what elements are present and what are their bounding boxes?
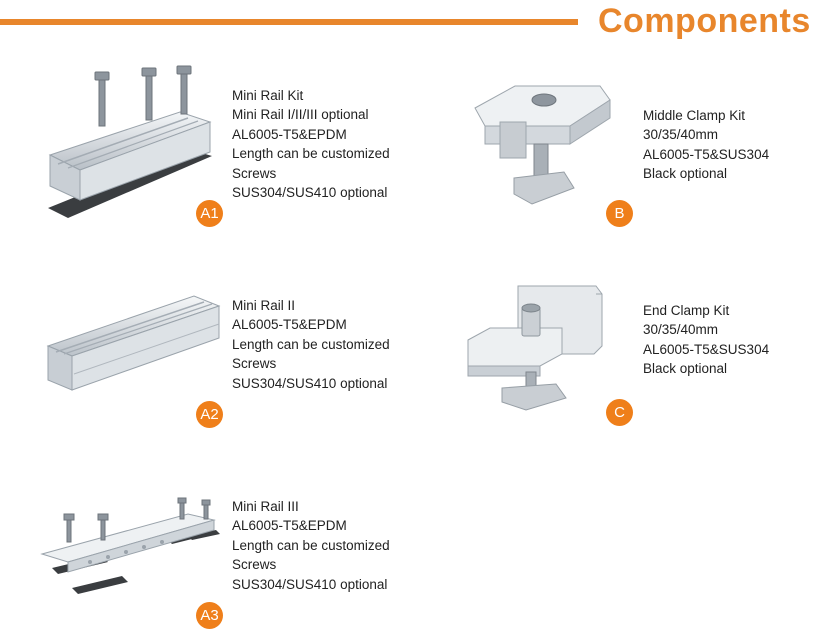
mini-rail-iii-image (38, 496, 224, 600)
spec-line: Screws (232, 356, 277, 372)
spec-line: Mini Rail II (232, 298, 296, 313)
spec-line: Mini Rail Kit (232, 88, 304, 103)
spec-line: End Clamp Kit (643, 303, 730, 318)
spec-line: Screws (232, 165, 277, 181)
badge-a1: A1 (196, 200, 223, 227)
spec-line: Black optional (643, 361, 728, 377)
spec-line: Black optional (643, 166, 728, 182)
middle-clamp-description: Middle Clamp Kit 30/35/40mm AL6005-T5&SU… (643, 106, 769, 184)
header-accent-bar (0, 19, 578, 25)
spec-line: SUS304/SUS410 optional (232, 375, 388, 391)
end-clamp-description: End Clamp Kit 30/35/40mm AL6005-T5&SUS30… (643, 301, 769, 379)
spec-line: SUS304/SUS410 optional (232, 576, 388, 592)
spec-line: Mini Rail I/II/III optional (232, 107, 369, 123)
spec-line: AL6005-T5&EPDM (232, 126, 347, 142)
mini-rail-iii-description: Mini Rail III AL6005-T5&EPDM Length can … (232, 497, 390, 594)
badge-a2: A2 (196, 401, 223, 428)
mini-rail-ii-image (44, 290, 224, 400)
spec-line: Middle Clamp Kit (643, 108, 746, 123)
spec-line: Length can be customized (232, 537, 390, 553)
spec-line: 30/35/40mm (643, 127, 719, 143)
spec-line: Length can be customized (232, 146, 390, 162)
mini-rail-kit-image (40, 60, 230, 230)
spec-line: Length can be customized (232, 336, 390, 352)
spec-line: Mini Rail III (232, 499, 299, 514)
mini-rail-ii-description: Mini Rail II AL6005-T5&EPDM Length can b… (232, 296, 390, 393)
spec-line: AL6005-T5&SUS304 (643, 146, 770, 162)
mini-rail-kit-description: Mini Rail Kit Mini Rail I/II/III optiona… (232, 86, 390, 202)
spec-line: Screws (232, 557, 277, 573)
badge-a3: A3 (196, 602, 223, 629)
spec-line: 30/35/40mm (643, 322, 719, 338)
badge-b: B (606, 200, 633, 227)
spec-line: SUS304/SUS410 optional (232, 184, 388, 200)
spec-line: AL6005-T5&EPDM (232, 317, 347, 333)
middle-clamp-image (470, 78, 620, 218)
spec-line: AL6005-T5&SUS304 (643, 341, 770, 357)
spec-line: AL6005-T5&EPDM (232, 518, 347, 534)
end-clamp-image (466, 284, 616, 414)
badge-c: C (606, 399, 633, 426)
page-title: Components (598, 2, 811, 40)
